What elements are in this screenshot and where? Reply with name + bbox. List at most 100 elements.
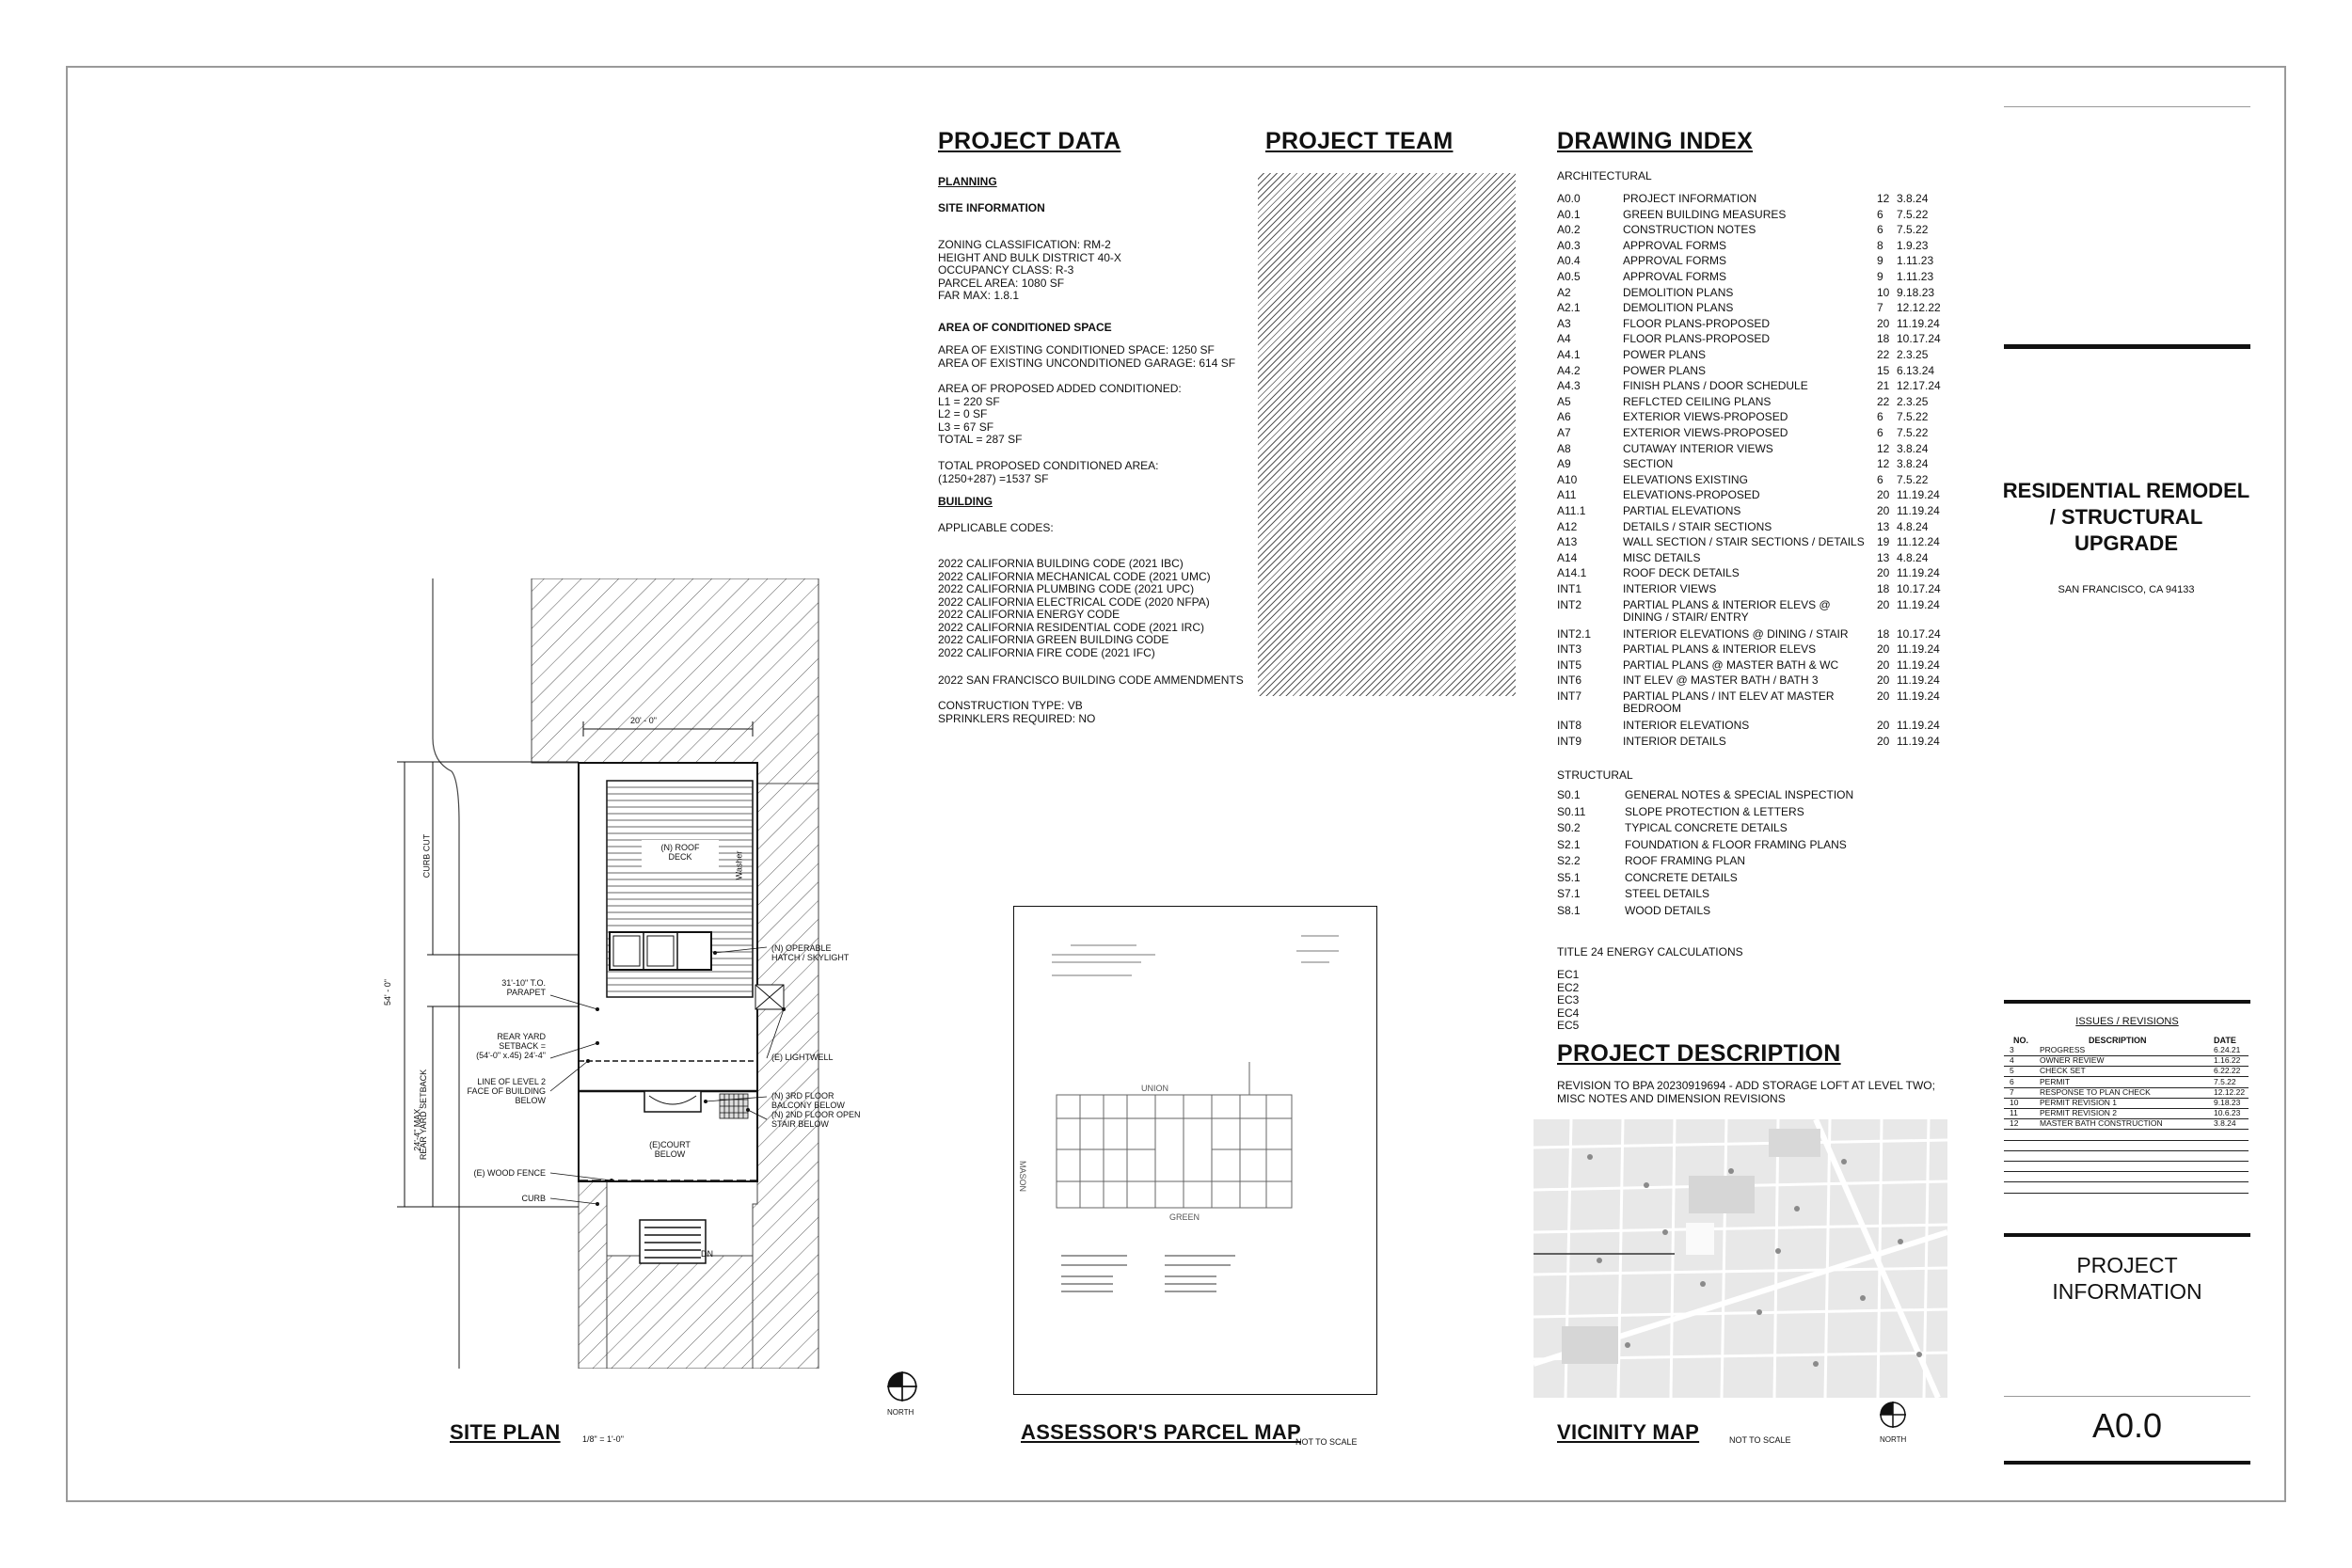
structural-sheet-title: FOUNDATION & FLOOR FRAMING PLANS <box>1625 837 1847 851</box>
index-revision: 20 <box>1877 488 1890 502</box>
index-revision: 8 <box>1877 238 1883 252</box>
added-line: L1 = 220 SF <box>938 394 1000 408</box>
note-line: SETBACK = <box>499 1041 546 1051</box>
index-sheet-number: A14.1 <box>1557 566 1587 580</box>
architectural-label: ARCHITECTURAL <box>1557 169 1652 182</box>
structural-sheet-title: GENERAL NOTES & SPECIAL INSPECTION <box>1625 788 1854 801</box>
site-information-heading: SITE INFORMATION <box>938 201 1045 214</box>
sheet-border <box>66 66 2286 1502</box>
index-sheet-number: A0.0 <box>1557 192 1581 205</box>
site-dim-curb-cut: CURB CUT <box>421 833 432 879</box>
index-sheet-number: INT3 <box>1557 642 1582 657</box>
note-line: LINE OF LEVEL 2 <box>477 1077 546 1086</box>
vicinity-map-image <box>1534 1119 1947 1398</box>
revision-number: 10 <box>2010 1098 2019 1107</box>
index-revision: 15 <box>1877 363 1890 377</box>
index-sheet-number: A14 <box>1557 550 1578 564</box>
index-date: 11.19.24 <box>1897 689 1940 703</box>
note-line: REAR YARD <box>497 1032 546 1041</box>
structural-sheet-title: STEEL DETAILS <box>1625 887 1710 900</box>
index-revision: 18 <box>1877 626 1890 641</box>
index-sheet-number: A9 <box>1557 457 1571 471</box>
vicinity-map-scale-note: NOT TO SCALE <box>1729 1435 1791 1445</box>
structural-row: S2.1 FOUNDATION & FLOOR FRAMING PLANS <box>1557 837 1952 851</box>
added-line: AREA OF PROPOSED ADDED CONDITIONED: <box>938 382 1182 395</box>
index-date: 4.8.24 <box>1897 519 1929 533</box>
construction-line: SPRINKLERS REQUIRED: NO <box>938 711 1096 725</box>
index-sheet-title: APPROVAL FORMS <box>1623 238 1727 252</box>
index-revision: 20 <box>1877 673 1890 688</box>
structural-sheet-number: S2.1 <box>1557 837 1581 851</box>
note-line: FACE OF BUILDING <box>467 1086 546 1096</box>
site-note-lightwell: (E) LIGHTWELL <box>771 1053 834 1062</box>
index-date: 9.18.23 <box>1897 285 1935 299</box>
revision-date: 12.12.22 <box>2214 1086 2246 1097</box>
note-line: BALCONY BELOW <box>771 1101 845 1110</box>
sheet-title: PROJECT INFORMATION <box>2004 1252 2250 1305</box>
index-sheet-number: INT5 <box>1557 657 1582 672</box>
title-block-rule <box>2004 344 2250 349</box>
title24-item: EC2 <box>1557 980 1580 994</box>
index-date: 11.19.24 <box>1897 673 1940 688</box>
index-date: 11.19.24 <box>1897 316 1940 330</box>
site-plan-scale: 1/8" = 1'-0" <box>582 1434 624 1444</box>
note-line: PARAPET <box>506 988 546 997</box>
applicable-codes-label: APPLICABLE CODES: <box>938 521 1054 534</box>
description-line: REVISION TO BPA 20230919694 - ADD STORAG… <box>1557 1079 1935 1092</box>
site-information-list: ZONING CLASSIFICATION: RM-2 HEIGHT AND B… <box>938 238 1121 303</box>
index-date: 11.12.24 <box>1897 535 1940 549</box>
index-sheet-number: A4.1 <box>1557 348 1581 361</box>
index-sheet-number: A5 <box>1557 394 1571 408</box>
north-arrow-icon <box>1879 1401 1907 1429</box>
index-date: 3.8.24 <box>1897 192 1929 205</box>
revision-number: 3 <box>2010 1045 2014 1054</box>
sf-code-line: 2022 SAN FRANCISCO BUILDING CODE AMMENDM… <box>938 673 1244 687</box>
index-revision: 20 <box>1877 642 1890 657</box>
index-sheet-title: SECTION <box>1623 457 1674 471</box>
index-sheet-number: INT7 <box>1557 689 1582 703</box>
code-line: 2022 CALIFORNIA ENERGY CODE <box>938 608 1120 621</box>
index-sheet-title: PARTIAL PLANS @ MASTER BATH & WC <box>1623 657 1839 672</box>
index-sheet-title: FINISH PLANS / DOOR SCHEDULE <box>1623 379 1808 393</box>
title24-item: EC4 <box>1557 1006 1580 1020</box>
index-sheet-title: FLOOR PLANS-PROPOSED <box>1623 332 1771 346</box>
index-revision: 7 <box>1877 301 1883 315</box>
code-line: 2022 CALIFORNIA PLUMBING CODE (2021 UPC) <box>938 582 1195 595</box>
sheet-title-line: PROJECT <box>2076 1253 2178 1277</box>
parcel-street-mason: MASON <box>1018 1161 1027 1193</box>
index-sheet-number: A0.4 <box>1557 254 1581 268</box>
index-sheet-number: INT2.1 <box>1557 626 1592 641</box>
index-revision: 6 <box>1877 410 1883 424</box>
structural-row: S2.2 ROOF FRAMING PLAN <box>1557 855 1952 867</box>
revision-row <box>2004 1161 2249 1173</box>
index-revision: 6 <box>1877 426 1883 439</box>
project-data-title: PROJECT DATA <box>938 128 1121 154</box>
site-plan-drawing: 20' - 0" 54' - 0" CURB CUT 24'-4" MAX. R… <box>383 578 922 1370</box>
structural-sheet-number: S2.2 <box>1557 854 1581 867</box>
project-title-line: / STRUCTURAL <box>2049 505 2203 529</box>
site-line: PARCEL AREA: 1080 SF <box>938 276 1065 290</box>
revision-description: PERMIT REVISION 2 <box>2040 1108 2118 1118</box>
issues-title: ISSUES / REVISIONS <box>2075 1016 2179 1027</box>
revision-row <box>2004 1130 2249 1141</box>
structural-sheet-number: S5.1 <box>1557 870 1581 884</box>
index-sheet-number: A4.2 <box>1557 363 1581 377</box>
index-sheet-title: ELEVATIONS EXISTING <box>1623 472 1748 486</box>
index-sheet-title: CONSTRUCTION NOTES <box>1623 223 1756 237</box>
index-sheet-number: A0.2 <box>1557 223 1581 237</box>
revision-number: 11 <box>2010 1108 2018 1118</box>
note-line: HATCH / SKYLIGHT <box>771 953 850 962</box>
index-sheet-number: A2.1 <box>1557 301 1581 315</box>
index-revision: 20 <box>1877 504 1890 517</box>
code-line: 2022 CALIFORNIA BUILDING CODE (2021 IBC) <box>938 557 1184 570</box>
structural-sheet-title: ROOF FRAMING PLAN <box>1625 854 1746 867</box>
index-sheet-number: A0.5 <box>1557 270 1581 283</box>
revision-number: 6 <box>2010 1076 2014 1086</box>
index-sheet-title: DEMOLITION PLANS <box>1623 301 1734 315</box>
